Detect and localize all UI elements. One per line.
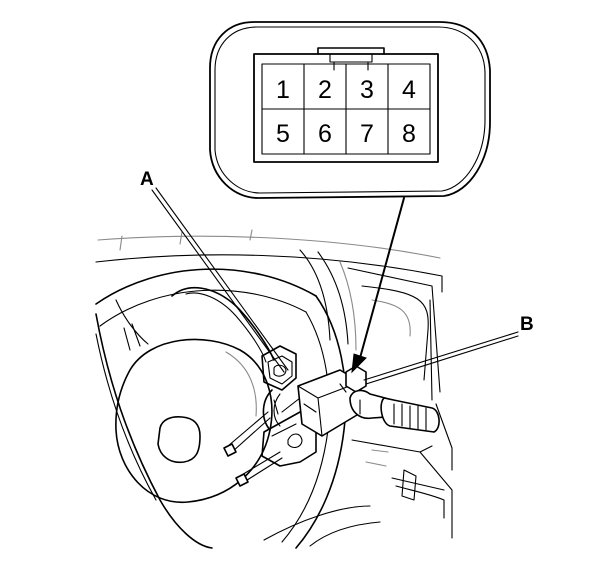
pin-1-label: 1 bbox=[276, 76, 290, 104]
connector-detail-callout: 1 2 3 4 5 6 7 8 bbox=[209, 21, 491, 199]
steering-wheel bbox=[95, 268, 347, 549]
pin-8-label: 8 bbox=[402, 120, 416, 148]
pin-2-label: 2 bbox=[318, 76, 332, 104]
dashboard bbox=[95, 229, 453, 547]
callout-b-label: B bbox=[520, 314, 534, 335]
pin-6-label: 6 bbox=[318, 120, 332, 148]
column-assembly bbox=[223, 345, 317, 487]
callout-a: A bbox=[140, 169, 289, 373]
callout-a-label: A bbox=[140, 169, 154, 190]
airbag-hub bbox=[115, 338, 273, 503]
pin-5-label: 5 bbox=[276, 120, 290, 148]
pin-4-label: 4 bbox=[402, 76, 416, 104]
combination-switch bbox=[297, 365, 440, 437]
pin-7-label: 7 bbox=[360, 120, 374, 148]
callout-b: B bbox=[363, 314, 534, 385]
connector-face: 1 2 3 4 5 6 7 8 bbox=[253, 47, 439, 163]
detail-arrow bbox=[351, 197, 405, 374]
pin-3-label: 3 bbox=[360, 76, 374, 104]
connector-outer-frame bbox=[253, 53, 439, 163]
